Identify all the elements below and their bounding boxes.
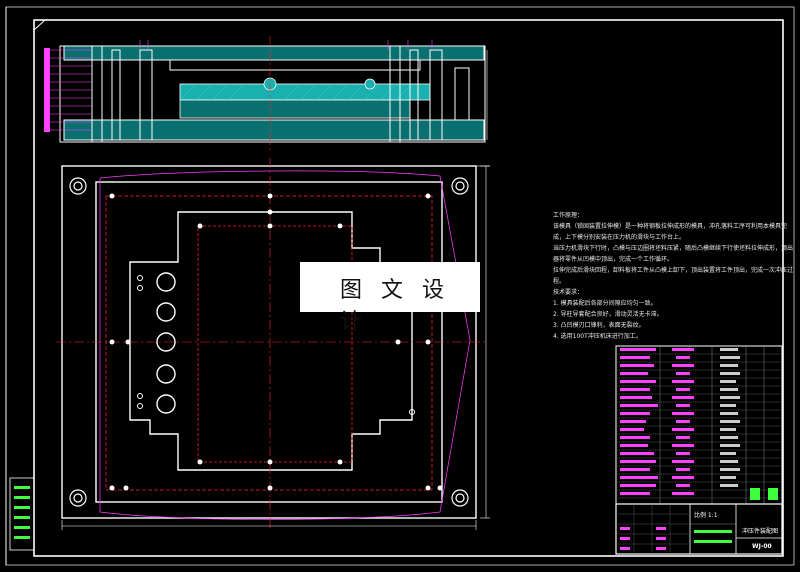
requirement-item: 3. 凸凹模刃口锋利，表面无裂纹。 bbox=[553, 322, 645, 329]
title-block bbox=[615, 503, 783, 555]
notes-paragraph: 拉伸完成后滑块回程，卸料板将工件从凸模上卸下，顶出装置将工件顶出，完成一次冲压过… bbox=[553, 267, 794, 285]
border-notch bbox=[33, 19, 783, 31]
notes-paragraph: 该模具（锁固装置拉伸模）是一种将钢板拉伸成形的模具，冲孔落料工序可利用本模具完成… bbox=[553, 223, 788, 241]
left-stamp bbox=[9, 477, 35, 551]
requirement-item: 2. 导柱导套配合良好，滑动灵活无卡滞。 bbox=[553, 311, 663, 318]
parts-list bbox=[615, 345, 783, 505]
drawing-name: 冲压件装配图 bbox=[742, 528, 779, 535]
watermark-box: 图 文 设 计 bbox=[300, 262, 480, 335]
plan-view bbox=[56, 158, 490, 530]
requirements-title: 技术要求： bbox=[553, 289, 584, 296]
drawing-number: WJ-00 bbox=[752, 543, 772, 550]
section-view bbox=[44, 36, 488, 150]
requirement-item: 1. 模具装配后各部分间隙应均匀一致。 bbox=[553, 300, 657, 307]
watermark-text: 图 文 设 计 bbox=[340, 278, 450, 335]
scale-label: 比例 1:1 bbox=[694, 512, 718, 519]
requirement-item: 4. 选用100T冲压机床进行加工。 bbox=[553, 333, 642, 340]
notes-paragraph: 当压力机滑块下行时，凸模与压边圈将坯料压紧，随后凸模继续下行使坯料拉伸成形，顶出… bbox=[553, 245, 794, 263]
notes-panel: 工作原理： 该模具（锁固装置拉伸模）是一种将钢板拉伸成形的模具，冲孔落料工序可利… bbox=[553, 210, 793, 342]
notes-title: 工作原理： bbox=[553, 212, 584, 219]
